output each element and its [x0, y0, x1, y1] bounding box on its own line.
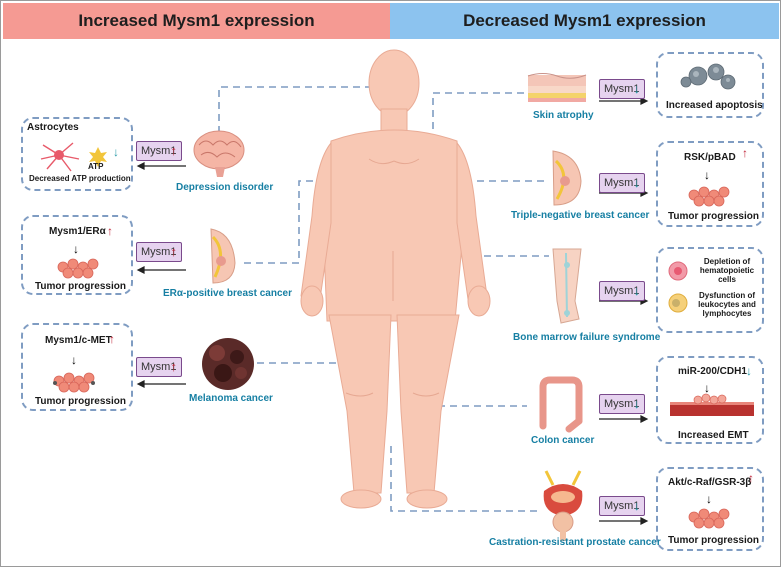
mysm1-badge-prostate: Mysm1↓: [599, 496, 645, 516]
akt-tumor-text: Tumor progression: [668, 535, 759, 546]
astrocytes-box: Astrocytes ATP ↓ Decreased ATP productio…: [21, 117, 133, 191]
mysm1-badge-colon: Mysm1↓: [599, 394, 645, 414]
human-body: [300, 49, 491, 509]
down-arrow-icon: ↓: [633, 175, 641, 190]
mysm1-badge-melanoma: Mysm1↑: [136, 357, 182, 377]
atp-label: ATP: [88, 162, 104, 171]
tumor-cells-icon: [53, 372, 95, 393]
rsk-down-arrow: ↓: [704, 168, 710, 182]
label-colon: Colon cancer: [531, 435, 595, 446]
skin-icon: [527, 73, 587, 102]
akt-down-arrow: ↓: [706, 492, 712, 506]
mysm1-badge-depression: Mysm1↑: [136, 141, 182, 161]
down-arrow-icon: ↓: [633, 396, 641, 411]
mysm1-badge-bone: Mysm1↓: [599, 281, 645, 301]
tumor-cells-icon: [688, 186, 730, 207]
label-skin-atrophy: Skin atrophy: [533, 110, 594, 121]
badge-text: Mysm1: [141, 145, 177, 157]
brain-icon: [193, 130, 245, 177]
cmet-box: Mysm1/c-MET ↑ ↓ Tumor progression: [21, 323, 133, 411]
mysm1-badge-er: Mysm1↑: [136, 242, 182, 262]
prostate-icon: [543, 470, 583, 541]
er-tumor-text: Tumor progression: [35, 281, 126, 292]
badge-text: Mysm1: [604, 398, 640, 410]
breast-icon-right: [552, 150, 582, 206]
akt-box: Akt/c-Raf/GSR-3β ↑ ↓ Tumor progression: [656, 467, 764, 551]
badge-text: Mysm1: [141, 246, 177, 258]
rsk-up-arrow: ↑: [742, 146, 748, 160]
emt-flow-arrow: ↓: [704, 381, 710, 395]
emt-text: Increased EMT: [678, 430, 749, 441]
up-arrow-icon: ↑: [170, 244, 178, 259]
label-prostate: Castration-resistant prostate cancer: [489, 537, 661, 548]
cmet-up-arrow: ↑: [109, 332, 115, 346]
breast-icon-left: [210, 228, 236, 284]
colon-icon: [539, 376, 583, 433]
decreased-atp-text: Decreased ATP production: [29, 174, 131, 183]
label-bone-marrow: Bone marrow failure syndrome: [513, 332, 661, 343]
bone-marrow-icon: [552, 248, 582, 324]
emt-down-arrow: ↓: [746, 364, 752, 378]
badge-text: Mysm1: [604, 177, 640, 189]
cmet-title: Mysm1/c-MET: [45, 335, 112, 346]
er-title: Mysm1/ERα: [49, 226, 106, 237]
up-arrow-icon: ↑: [170, 359, 178, 374]
akt-up-arrow: ↑: [748, 471, 754, 485]
down-arrow-icon: ↓: [633, 498, 641, 513]
badge-text: Mysm1: [604, 500, 640, 512]
rsk-box: RSK/pBAD ↑ ↓ Tumor progression: [656, 141, 764, 227]
astrocyte-icon: [40, 142, 107, 172]
er-box: Mysm1/ERα ↑ ↓ Tumor progression: [21, 215, 133, 295]
depletion-text: Depletion of hematopoietic cells: [699, 257, 755, 284]
badge-text: Mysm1: [141, 361, 177, 373]
badge-text: Mysm1: [604, 83, 640, 95]
down-arrow-icon: ↓: [633, 283, 641, 298]
cmet-tumor-text: Tumor progression: [35, 396, 126, 407]
astrocytes-title: Astrocytes: [27, 122, 79, 133]
akt-title: Akt/c-Raf/GSR-3β: [668, 477, 752, 488]
emt-tissue-icon: [670, 393, 754, 416]
tumor-cells-icon: [688, 508, 730, 529]
bone-marrow-cells: [668, 261, 688, 313]
emt-box: miR-200/CDH1 ↓ ↓ Increased EMT: [656, 356, 764, 444]
label-er-breast: ERα-positive breast cancer: [163, 288, 292, 299]
mysm1-badge-tnbc: Mysm1↓: [599, 173, 645, 193]
down-arrow-icon: ↓: [633, 81, 641, 96]
label-melanoma: Melanoma cancer: [189, 393, 273, 404]
label-tnbc: Triple-negative breast cancer: [511, 210, 650, 221]
atp-down-arrow: ↓: [113, 145, 119, 159]
apoptosis-box: Increased apoptosis: [656, 52, 764, 118]
label-depression: Depression disorder: [176, 182, 274, 193]
emt-title: miR-200/CDH1: [678, 366, 747, 377]
apoptotic-cells-icon: [680, 63, 736, 90]
rsk-tumor-text: Tumor progression: [668, 211, 759, 222]
er-up-arrow: ↑: [107, 224, 113, 238]
melanoma-icon: [202, 338, 254, 390]
badge-text: Mysm1: [604, 285, 640, 297]
tumor-cells-icon: [57, 258, 99, 279]
dysfunction-text: Dysfunction of leukocytes and lymphocyte…: [698, 291, 756, 318]
mysm1-badge-skin: Mysm1↓: [599, 79, 645, 99]
apoptosis-text: Increased apoptosis: [666, 100, 763, 111]
header-increased: Increased Mysm1 expression: [3, 3, 390, 39]
bone-marrow-box: Depletion of hematopoietic cells Dysfunc…: [656, 247, 764, 333]
cmet-down-arrow: ↓: [71, 353, 77, 367]
er-down-arrow: ↓: [73, 242, 79, 256]
up-arrow-icon: ↑: [170, 143, 178, 158]
header-decreased: Decreased Mysm1 expression: [390, 3, 779, 39]
rsk-title: RSK/pBAD: [684, 152, 736, 163]
